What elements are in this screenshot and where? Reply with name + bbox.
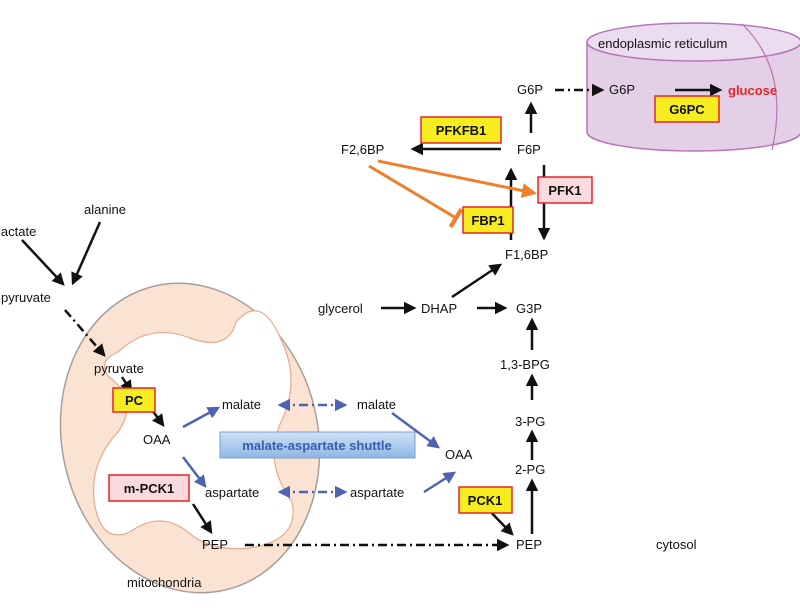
3pg-label: 3-PG: [515, 414, 545, 429]
enzyme-pfkfb1-label: PFKFB1: [436, 123, 487, 138]
pep-cyto-label: PEP: [516, 537, 542, 552]
enzyme-pfkfb1: PFKFB1: [420, 116, 502, 144]
2pg-label: 2-PG: [515, 462, 545, 477]
arrow-oaa-malate: [182, 406, 221, 429]
enzyme-g6pc-label: G6PC: [669, 102, 705, 117]
mito-label: mitochondria: [127, 575, 202, 590]
lactate-label: lactate: [0, 224, 36, 239]
oaa-mito-label: OAA: [143, 432, 171, 447]
enzyme-pc: PC: [112, 387, 156, 413]
metabolite-labels: lactate alanine pyruvate pyruvate OAA ma…: [0, 82, 777, 552]
13bpg-label: 1,3-BPG: [500, 357, 550, 372]
arrow-lactate-pyruvate: [21, 239, 65, 286]
malate-mito-label: malate: [222, 397, 261, 412]
arrow-mpck1-pep: [191, 503, 213, 535]
arrow-malate-oaa: [391, 411, 441, 449]
dhap-label: DHAP: [421, 301, 457, 316]
oaa-cyto-label: OAA: [445, 447, 473, 462]
g6p-cyto-label: G6P: [517, 82, 543, 97]
enzyme-pck1: PCK1: [458, 486, 513, 514]
pyruvate-mito-label: pyruvate: [94, 361, 144, 376]
er-label: endoplasmic reticulum: [598, 36, 727, 51]
f16bp-label: F1,6BP: [505, 247, 548, 262]
arrow-dhap-f16bp: [451, 263, 503, 299]
arrow-aspartate-oaa: [423, 471, 457, 494]
black-arrows: [21, 83, 723, 536]
pep-mito-label: PEP: [202, 537, 228, 552]
aspartate-mito-label: aspartate: [205, 485, 259, 500]
enzyme-mpck1-label: m-PCK1: [124, 481, 175, 496]
alanine-label: alanine: [84, 202, 126, 217]
arrow-f26bp-inhibits-fbp1: [368, 164, 464, 229]
g3p-label: G3P: [516, 301, 542, 316]
glycerol-label: glycerol: [318, 301, 363, 316]
shuttle-label: malate-aspartate shuttle: [242, 438, 392, 453]
enzyme-fbp1: FBP1: [462, 206, 514, 234]
f6p-label: F6P: [517, 142, 541, 157]
shuttle-banner: malate-aspartate shuttle: [219, 431, 416, 459]
blue-arrows: [182, 406, 457, 494]
blue-dashed-arrows: [277, 398, 348, 499]
arrow-oaa-aspartate: [182, 456, 207, 488]
pyruvate-cyto-label: pyruvate: [1, 290, 51, 305]
enzyme-g6pc: G6PC: [654, 95, 720, 123]
arrow-f26bp-activates-pfk1: [377, 159, 537, 198]
cytosol-label: cytosol: [656, 537, 697, 552]
aspartate-cyto-label: aspartate: [350, 485, 404, 500]
enzyme-pfk1: PFK1: [537, 176, 593, 204]
g6p-er-label: G6P: [609, 82, 635, 97]
orange-arrows: [368, 159, 537, 229]
enzyme-fbp1-label: FBP1: [471, 213, 504, 228]
enzyme-pfk1-label: PFK1: [548, 183, 581, 198]
arrow-alanine-pyruvate: [71, 221, 102, 286]
enzyme-pc-label: PC: [125, 393, 144, 408]
glucose-label: glucose: [728, 83, 777, 98]
dashed-arrows: [64, 83, 605, 552]
malate-cyto-label: malate: [357, 397, 396, 412]
f26bp-label: F2,6BP: [341, 142, 384, 157]
enzyme-pck1-label: PCK1: [468, 493, 503, 508]
enzyme-mpck1: m-PCK1: [108, 474, 190, 502]
